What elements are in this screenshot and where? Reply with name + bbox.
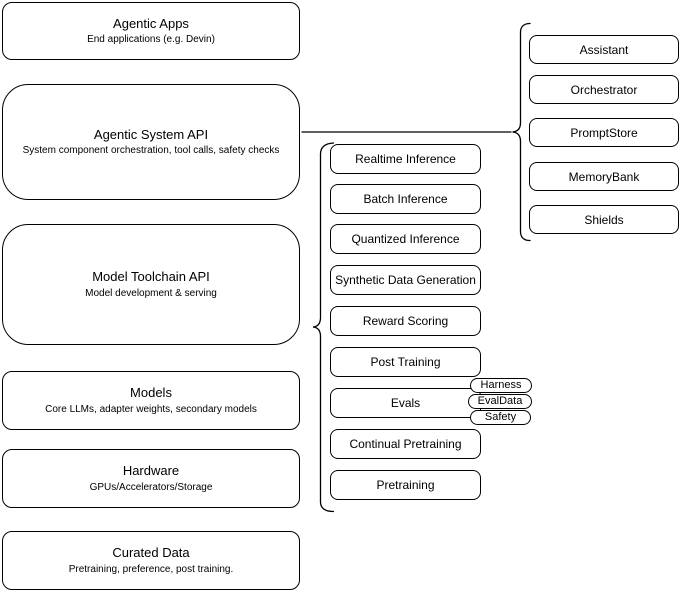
node-subtitle: Core LLMs, adapter weights, secondary mo… [45,403,257,415]
node-pretraining[interactable]: Pretraining [330,470,481,500]
node-realtime-inference[interactable]: Realtime Inference [330,144,481,174]
node-subtitle: System component orchestration, tool cal… [22,145,280,157]
node-post-training[interactable]: Post Training [330,347,481,377]
node-label: Reward Scoring [362,314,449,328]
node-label: Quantized Inference [351,232,460,246]
node-hardware[interactable]: Hardware GPUs/Accelerators/Storage [2,449,300,508]
node-label: Shields [584,212,624,227]
node-subtitle: GPUs/Accelerators/Storage [89,481,213,493]
node-orchestrator[interactable]: Orchestrator [529,75,679,104]
node-title: Models [130,385,172,401]
node-label: Synthetic Data Generation [335,273,476,287]
node-title: Curated Data [112,545,190,561]
pill-harness[interactable]: Harness [470,378,532,393]
node-batch-inference[interactable]: Batch Inference [330,184,481,214]
pill-safety[interactable]: Safety [470,410,531,425]
node-label: Batch Inference [363,192,448,206]
pill-label: Safety [484,411,517,423]
node-label: Assistant [579,42,629,57]
node-synthetic-data-generation[interactable]: Synthetic Data Generation [330,265,481,295]
node-label: PromptStore [570,125,638,140]
node-model-toolchain-api[interactable]: Model Toolchain API Model development & … [2,224,300,345]
node-reward-scoring[interactable]: Reward Scoring [330,306,481,336]
node-label: Continual Pretraining [349,437,462,451]
node-subtitle: Pretraining, preference, post training. [68,563,234,575]
node-promptstore[interactable]: PromptStore [529,118,679,147]
node-agentic-system-api[interactable]: Agentic System API System component orch… [2,84,300,200]
node-subtitle: Model development & serving [85,287,217,299]
node-title: Hardware [122,463,180,479]
node-label: Realtime Inference [355,152,456,166]
toolchain-services-brace [312,142,335,513]
node-label: Pretraining [376,478,435,492]
pill-evaldata[interactable]: EvalData [468,394,532,409]
node-curated-data[interactable]: Curated Data Pretraining, preference, po… [2,531,300,590]
node-quantized-inference[interactable]: Quantized Inference [330,224,481,254]
node-agentic-apps[interactable]: Agentic Apps End applications (e.g. Devi… [2,2,300,60]
node-continual-pretraining[interactable]: Continual Pretraining [330,429,481,459]
node-shields[interactable]: Shields [529,205,679,234]
node-models[interactable]: Models Core LLMs, adapter weights, secon… [2,371,300,430]
node-subtitle: End applications (e.g. Devin) [87,34,215,46]
system-components-brace [512,22,531,242]
node-title: Model Toolchain API [92,269,210,285]
node-title: Agentic Apps [113,15,189,31]
node-assistant[interactable]: Assistant [529,35,679,64]
pill-label: EvalData [477,395,523,407]
node-evals[interactable]: Evals [330,388,481,418]
node-memorybank[interactable]: MemoryBank [529,162,679,191]
node-label: Evals [390,396,421,410]
node-label: Orchestrator [570,82,638,97]
node-label: Post Training [370,355,441,369]
node-label: MemoryBank [568,169,640,184]
node-title: Agentic System API [93,126,209,142]
pill-label: Harness [480,379,522,391]
